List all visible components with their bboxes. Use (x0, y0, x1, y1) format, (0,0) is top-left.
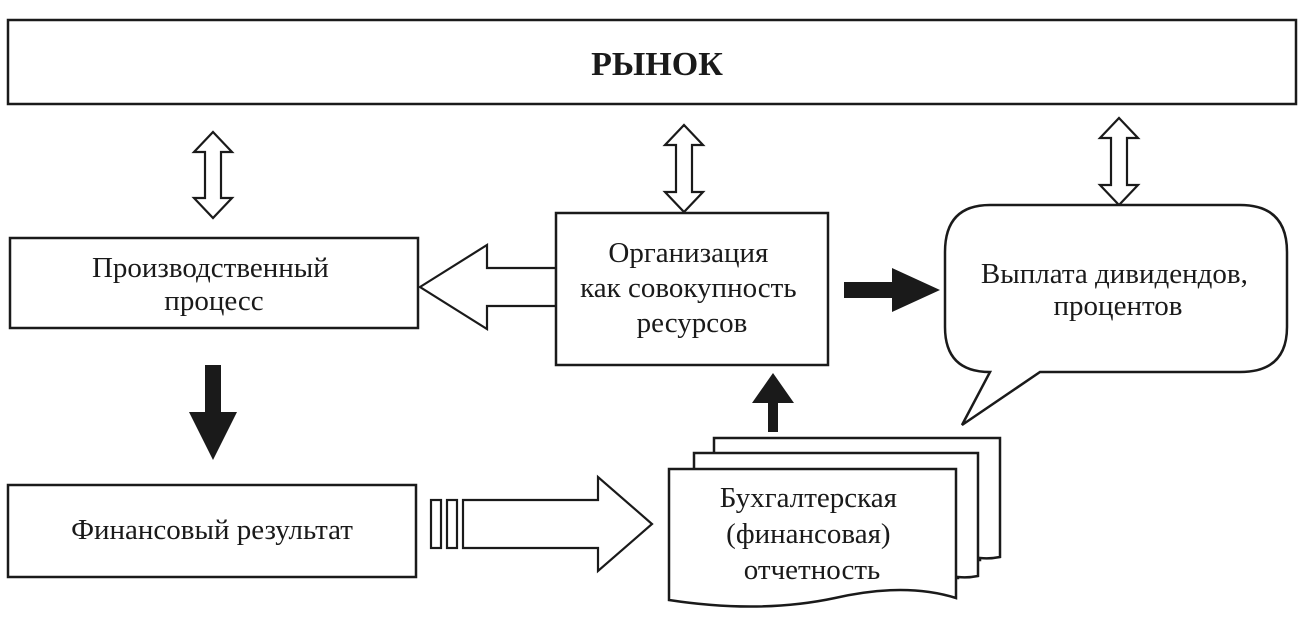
financial-result-box: Финансовый результат (6, 483, 418, 579)
dividends-callout: Выплата дивидендов, процентов (943, 203, 1289, 427)
dividends-line-2: процентов (1054, 290, 1183, 322)
dividends-line-1: Выплата дивидендов, (981, 258, 1248, 290)
market-label: РЫНОК (591, 46, 723, 83)
reporting-line-3: отчетность (744, 554, 880, 586)
production-to-result-arrow (189, 365, 237, 460)
reporting-line-2: (финансовая) (726, 518, 890, 550)
reporting-line-1: Бухгалтерская (720, 482, 897, 514)
svg-text:Выплата дивидендов, проц: Выплата дивидендов, процентов (981, 258, 1255, 322)
financial-reporting-document: Бухгалтерская (финансовая) отчетность (667, 436, 1002, 608)
result-to-reporting-arrow (429, 474, 654, 574)
organization-box: Организация как совокупность ресурсов (554, 211, 830, 367)
organization-line-3: ресурсов (637, 307, 748, 339)
svg-text:Производственный процесс: Производственный процесс (92, 252, 336, 317)
financial-result-label: Финансовый результат (71, 514, 353, 546)
market-dividends-double-arrow (1097, 116, 1141, 207)
production-line-2: процесс (164, 285, 263, 317)
production-line-1: Производственный (92, 252, 329, 284)
organization-line-1: Организация (608, 237, 768, 269)
market-organization-double-arrow (662, 123, 706, 214)
production-process-box: Производственный процесс (8, 236, 420, 330)
reporting-to-organization-arrow (752, 373, 794, 432)
organization-line-2: как совокупность (580, 272, 796, 304)
organization-to-dividends-arrow (844, 268, 940, 312)
market-box: РЫНОК (6, 18, 1298, 106)
svg-text:Организация как совокупн: Организация как совокупность ресурсов (580, 237, 804, 339)
market-production-double-arrow (191, 130, 235, 220)
svg-text:Бухгалтерская (финансова: Бухгалтерская (финансовая) отчетность (720, 482, 904, 586)
organization-to-production-arrow (417, 243, 558, 331)
